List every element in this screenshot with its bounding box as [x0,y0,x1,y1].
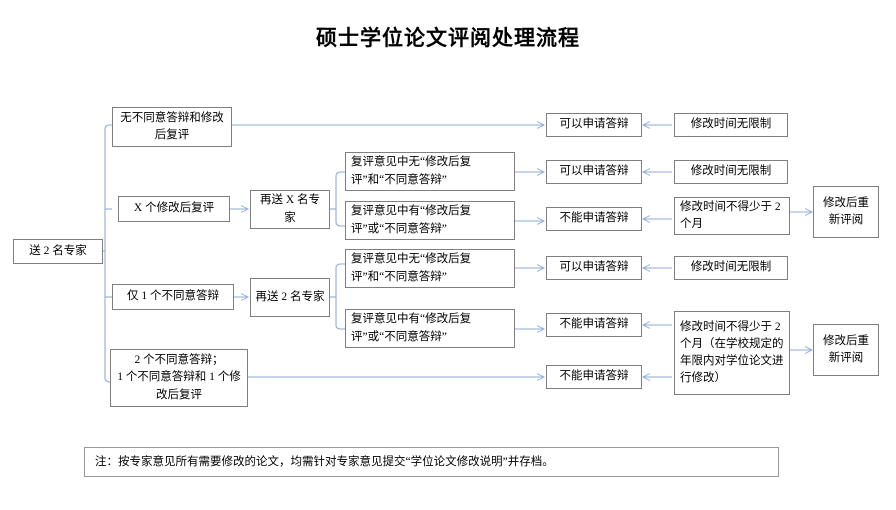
node-outcome-1[interactable]: 可以申请答辩 [546,113,642,137]
node-branch-no-objection[interactable]: 无不同意答辩和修改后复评 [112,107,232,147]
node-outcome-5[interactable]: 不能申请答辩 [546,313,642,337]
footer-note: 注：按专家意见所有需要修改的论文，均需针对专家意见提交“学位论文修改说明”并存档… [84,447,779,477]
node-outcome-3[interactable]: 不能申请答辩 [546,207,642,231]
node-outcome-2[interactable]: 可以申请答辩 [546,160,642,184]
node-review-has-flag-1[interactable]: 复评意见中有“修改后复评”或“不同意答辩” [345,201,515,240]
page-title: 硕士学位论文评阅处理流程 [316,26,580,50]
node-time-4[interactable]: 修改时间无限制 [674,256,788,280]
node-review-has-flag-2[interactable]: 复评意见中有“修改后复评”或“不同意答辩” [345,309,515,348]
node-outcome-6[interactable]: 不能申请答辩 [546,365,642,389]
node-time-3[interactable]: 修改时间不得少于 2 个月 [674,197,790,235]
node-time-2[interactable]: 修改时间无限制 [674,160,788,184]
node-time-1[interactable]: 修改时间无限制 [674,113,788,137]
node-review-no-flag-2[interactable]: 复评意见中无“修改后复评”和“不同意答辩” [345,249,515,288]
node-review-no-flag-1[interactable]: 复评意见中无“修改后复评”和“不同意答辩” [345,152,515,191]
node-branch-two-objection[interactable]: 2 个不同意答辩； 1 个不同意答辩和 1 个修改后复评 [110,349,248,407]
node-rereview-1[interactable]: 修改后重新评阅 [813,186,879,238]
node-rereview-2[interactable]: 修改后重新评阅 [813,324,879,376]
node-resend-x-experts[interactable]: 再送 X 名专家 [250,190,330,229]
node-time-5[interactable]: 修改时间不得少于 2 个月（在学校规定的年限内对学位论文进行修改） [674,311,790,395]
node-branch-one-objection[interactable]: 仅 1 个不同意答辩 [112,284,234,310]
node-start[interactable]: 送 2 名专家 [13,239,103,264]
node-resend-two-experts[interactable]: 再送 2 名专家 [250,278,330,317]
node-outcome-4[interactable]: 可以申请答辩 [546,256,642,280]
node-branch-x-revise[interactable]: X 个修改后复评 [118,196,230,222]
